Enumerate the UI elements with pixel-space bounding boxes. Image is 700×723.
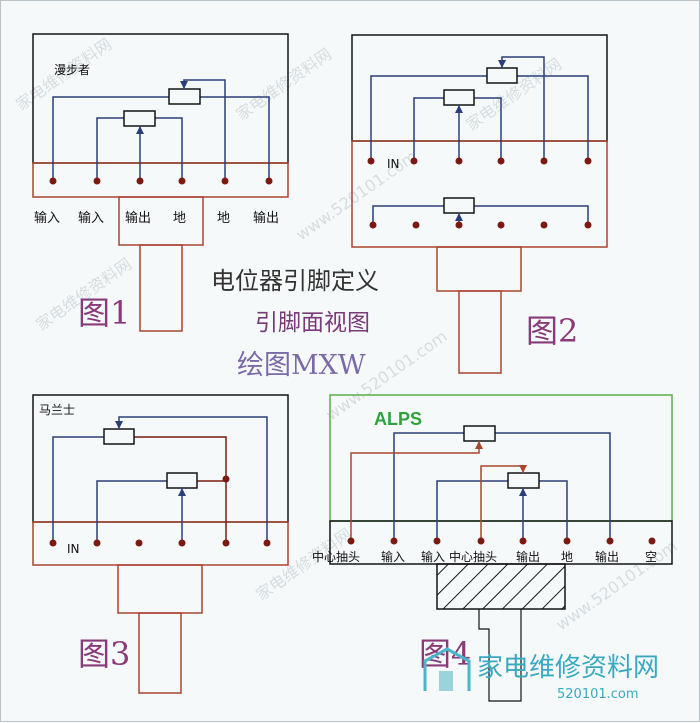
site-logo: 家电维修资料网 520101.com xyxy=(423,647,659,702)
fig4-pin-label: 输入 xyxy=(421,549,445,564)
watermark-url: www.520101.com xyxy=(292,147,420,245)
fig1-resistor-upper xyxy=(168,88,201,105)
fig3-shaft xyxy=(138,612,182,694)
diagram-title: 电位器引脚定义 xyxy=(211,267,379,295)
fig1-pin-label: 输出 xyxy=(253,210,279,226)
figure-1 xyxy=(32,33,289,332)
pin-dot xyxy=(136,177,144,185)
pin-dot xyxy=(369,221,377,229)
pin-dot xyxy=(540,221,548,229)
pin-dot xyxy=(519,537,527,545)
logo-title: 家电维修资料网 xyxy=(477,653,659,683)
logo-url: 520101.com xyxy=(557,687,639,702)
pin-dot xyxy=(606,537,614,545)
pin-dot xyxy=(222,539,230,547)
fig4-pin-label: 空 xyxy=(645,550,657,564)
watermark-text: 家电维修资料网 xyxy=(232,44,335,124)
house-icon xyxy=(423,647,471,691)
pin-dot xyxy=(263,539,271,547)
pin-dot xyxy=(221,177,229,185)
pin-dot xyxy=(455,221,463,229)
pin-dot xyxy=(563,537,571,545)
fig1-pin-row xyxy=(32,162,289,198)
pin-dot xyxy=(584,221,592,229)
figure-4 xyxy=(329,394,673,702)
fig3-resistor-upper xyxy=(103,428,135,445)
fig3-in-tag: IN xyxy=(67,542,80,556)
fig4-pin-label: 中心抽头 xyxy=(449,549,497,564)
figure-2 xyxy=(351,34,608,374)
fig3-pins xyxy=(49,475,271,547)
fig1-shaft xyxy=(139,244,183,332)
fig4-resistor-lower xyxy=(507,472,540,489)
figure-3 xyxy=(32,394,289,694)
fig1-pins xyxy=(49,177,273,185)
fig2-resistor-upper xyxy=(486,67,518,84)
fig2-in-tag: IN xyxy=(387,157,400,171)
fig1-pin-label: 地 xyxy=(217,211,230,226)
fig3-brand: 马兰士 xyxy=(39,403,75,417)
fig1-brand: 漫步者 xyxy=(54,63,90,77)
pin-dot xyxy=(433,537,441,545)
pin-dot xyxy=(497,221,505,229)
fig4-pin-label: 输入 xyxy=(381,549,405,564)
fig4-resistor-upper xyxy=(463,425,496,442)
fig1-pin-label: 输入 xyxy=(78,210,104,226)
fig2-resistor-lower xyxy=(443,197,475,214)
pin-dot xyxy=(477,537,485,545)
fig4-label: 图4 xyxy=(419,635,471,673)
pin-dot xyxy=(584,157,592,165)
pin-dot xyxy=(265,177,273,185)
fig2-shaft-collar xyxy=(436,246,522,292)
fig4-hatched-mount xyxy=(436,563,566,610)
pin-dot xyxy=(93,177,101,185)
fig3-resistor-lower xyxy=(166,472,198,489)
fig2-label: 图2 xyxy=(526,312,578,350)
pin-dot xyxy=(178,177,186,185)
pin-dot xyxy=(410,157,418,165)
fig4-pin-label: 中心抽头 xyxy=(312,549,360,564)
junction-dot xyxy=(222,475,230,483)
diagram-subtitle: 引脚面视图 xyxy=(255,310,370,336)
fig1-pin-label: 输入 xyxy=(34,210,60,226)
pin-dot xyxy=(390,537,398,545)
fig4-pin-label: 输出 xyxy=(516,549,540,564)
watermark-text: 家电维修资料网 xyxy=(462,54,565,134)
pin-dot xyxy=(367,157,375,165)
pin-dot xyxy=(93,539,101,547)
pin-dot xyxy=(135,539,143,547)
pin-dot xyxy=(412,221,420,229)
pin-dot xyxy=(178,539,186,547)
fig2-shaft xyxy=(458,290,502,374)
fig2-pins xyxy=(367,157,592,229)
fig1-label: 图1 xyxy=(78,294,130,332)
pin-dot xyxy=(49,539,57,547)
pin-dot xyxy=(49,177,57,185)
diagram-author: 绘图MXW xyxy=(237,350,366,381)
house-door-icon xyxy=(439,671,453,691)
fig2-resistor-middle xyxy=(443,89,475,106)
pin-dot xyxy=(347,537,355,545)
fig4-brand: ALPS xyxy=(374,409,422,429)
pin-dot xyxy=(648,537,656,545)
fig4-pins xyxy=(347,537,656,545)
fig4-pin-label: 输出 xyxy=(595,549,619,564)
fig3-label: 图3 xyxy=(78,635,130,673)
fig1-resistor-lower xyxy=(123,110,156,127)
fig4-shaft xyxy=(478,609,522,702)
fig1-pin-label: 地 xyxy=(173,211,186,226)
pin-dot xyxy=(455,157,463,165)
fig1-pin-label: 输出 xyxy=(125,210,151,226)
fig4-pin-label: 地 xyxy=(561,550,573,564)
fig3-shaft-collar xyxy=(117,564,203,614)
pin-dot xyxy=(540,157,548,165)
pin-dot xyxy=(497,157,505,165)
